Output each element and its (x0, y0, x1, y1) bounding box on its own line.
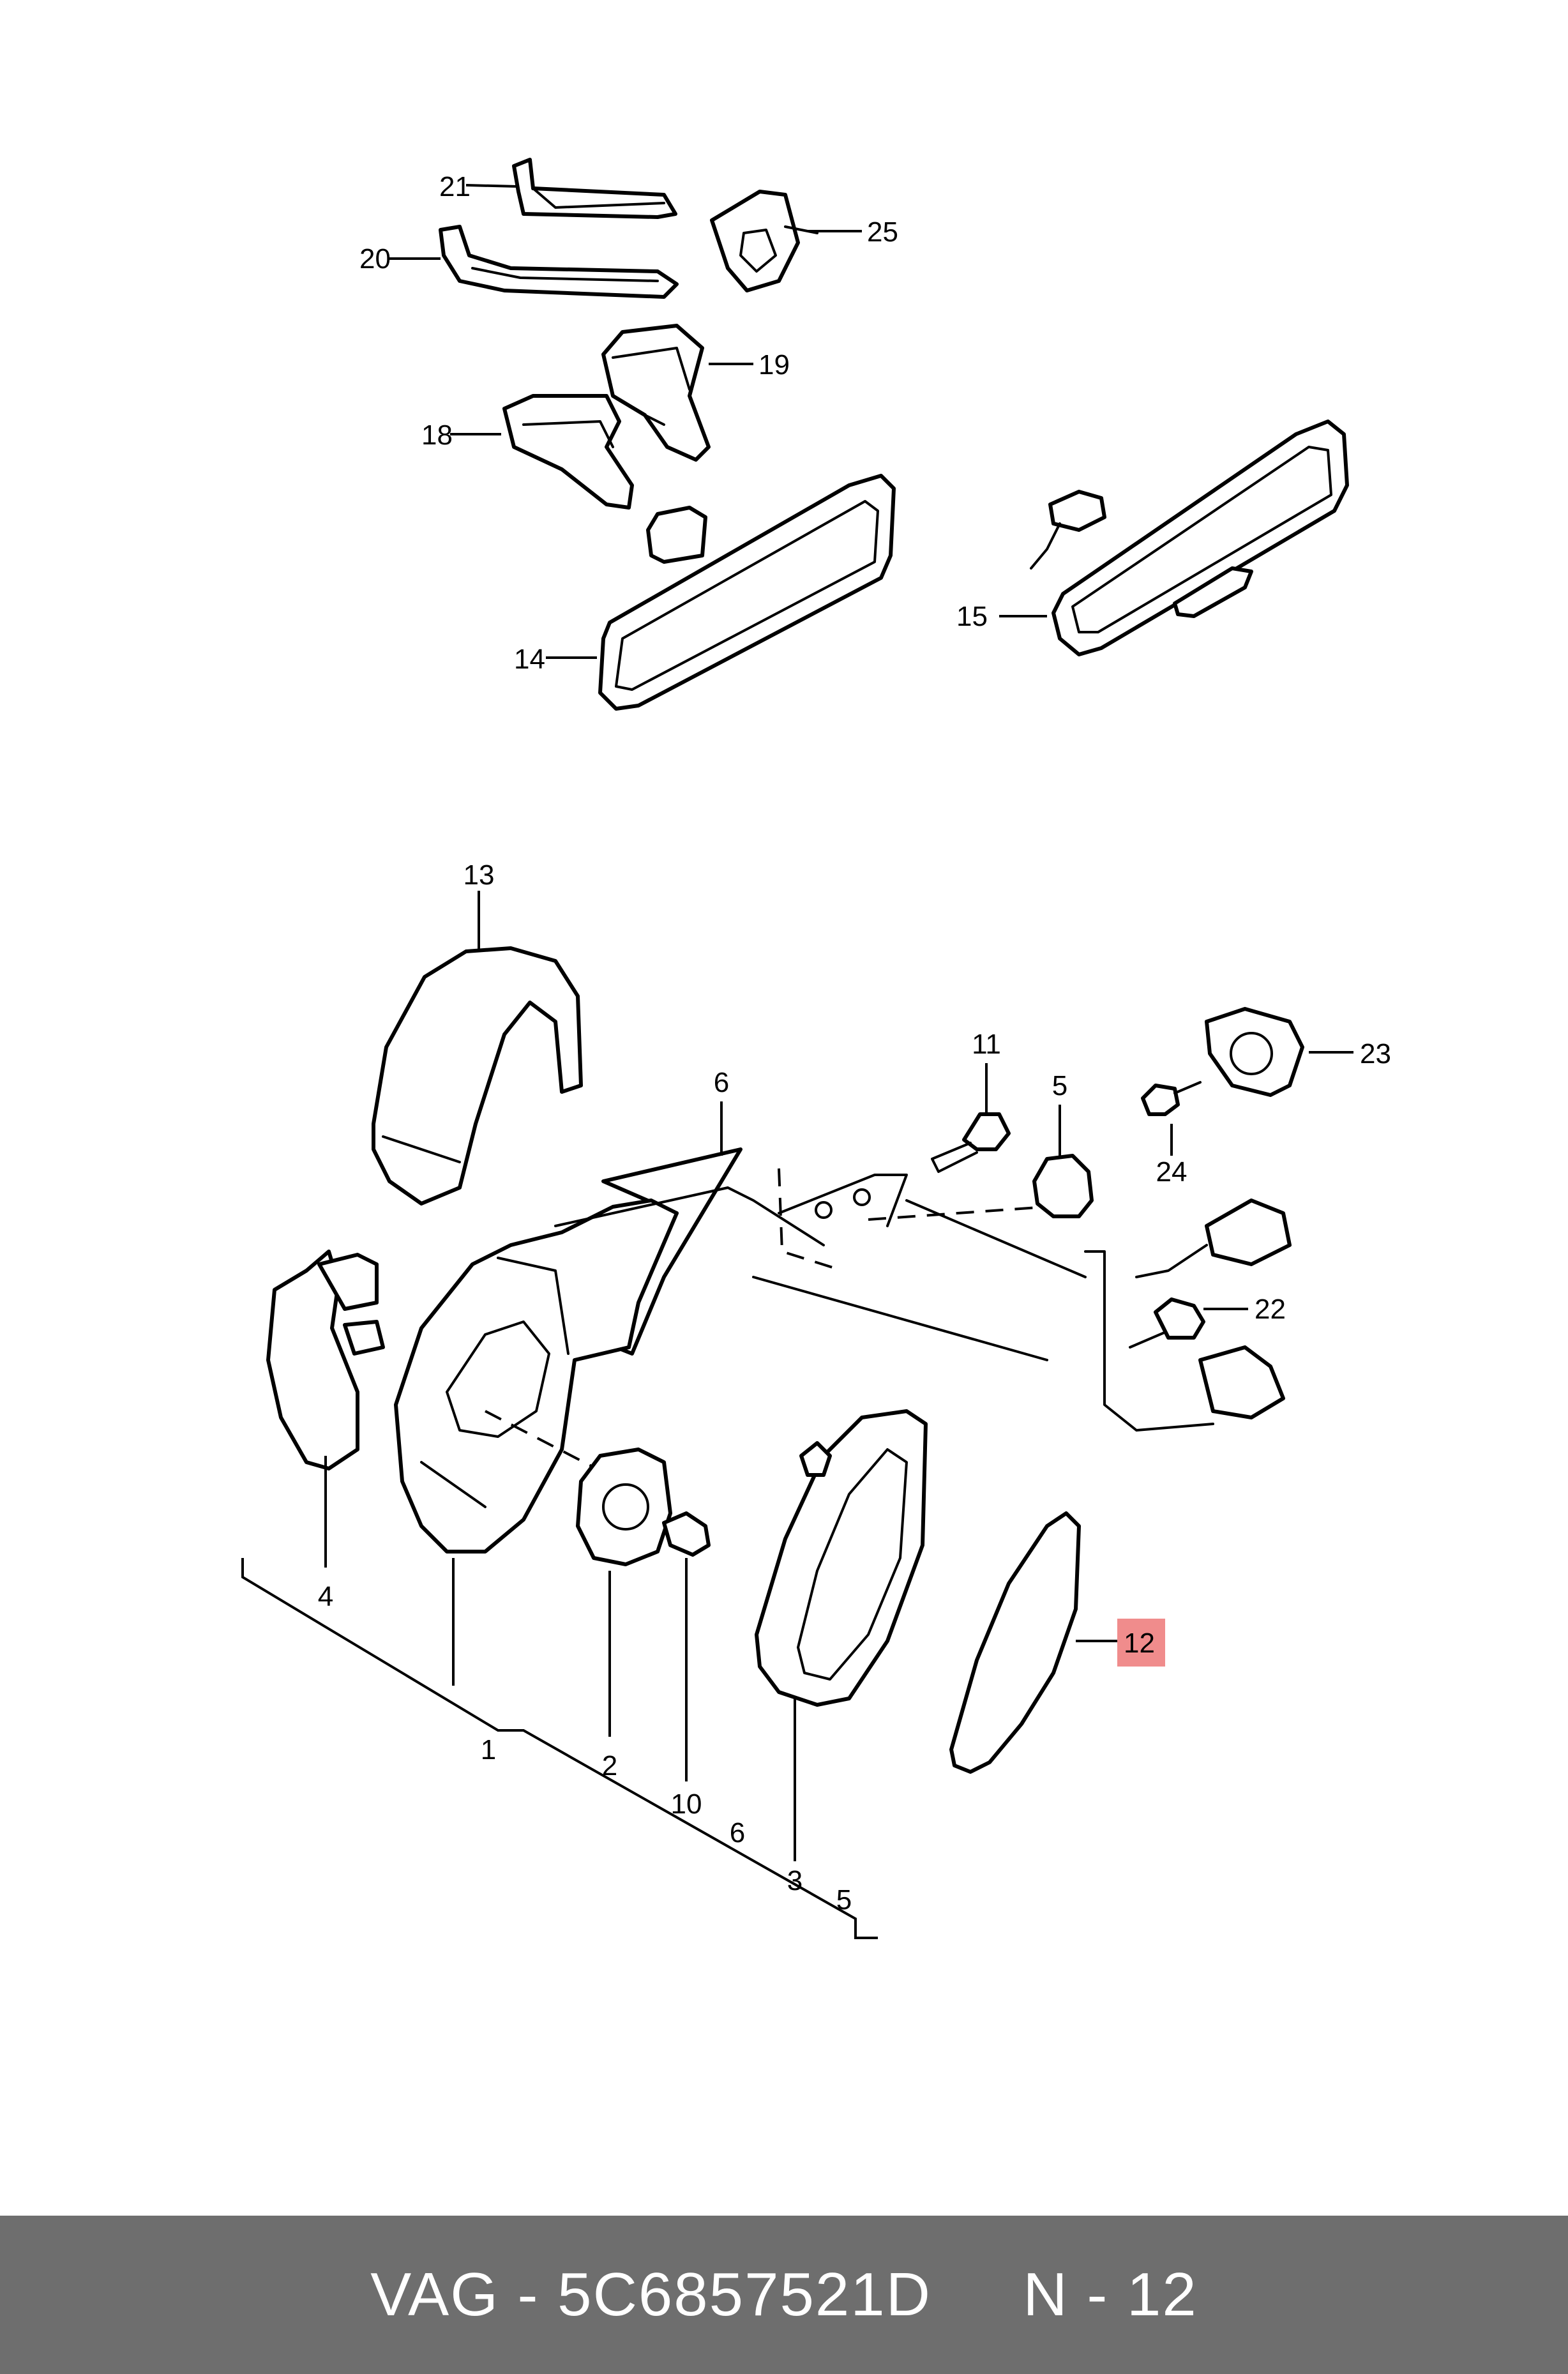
lead-lines (241, 184, 1353, 1939)
callout-5-bottom: 5 (836, 1884, 852, 1916)
callout-2: 2 (602, 1750, 617, 1781)
separator: - (499, 2260, 558, 2329)
part-24-screw (1141, 1081, 1202, 1116)
part-11-screw (931, 1112, 1011, 1173)
part-number: 5C6857521D (557, 2260, 931, 2329)
diagram-ref: N - 12 (1023, 2260, 1198, 2329)
part-21-bracket (512, 158, 677, 219)
parts-diagram: 21 20 25 19 18 14 15 13 6 11 5 23 24 22 … (241, 158, 1391, 1939)
callout-labels: 21 20 25 19 18 14 15 13 6 11 5 23 24 22 … (318, 171, 1391, 1916)
callout-3: 3 (787, 1865, 803, 1896)
callout-25: 25 (867, 216, 898, 248)
part-23-bracket (1205, 1007, 1304, 1097)
part-6-mirror-base (601, 1147, 1087, 1361)
callout-24: 24 (1156, 1156, 1187, 1188)
callout-4: 4 (318, 1581, 333, 1612)
callout-5-top: 5 (1052, 1070, 1067, 1101)
part-5-cap (1032, 1154, 1094, 1218)
callout-1: 1 (481, 1734, 496, 1765)
callout-12: 12 (1124, 1628, 1155, 1659)
dash-housing-adjuster (485, 1410, 671, 1508)
part-19-cover (601, 324, 711, 462)
highlight-12 (1117, 1619, 1165, 1667)
part-4-turn-signal (266, 1250, 385, 1471)
part-25-clip (710, 190, 818, 292)
part-1-mirror-housing (394, 1186, 825, 1554)
part-18-cover (502, 394, 634, 510)
part-13-mirror-cap (372, 946, 583, 1206)
callout-19: 19 (758, 349, 790, 381)
footer-caption: VAG - 5C6857521D N - 12 (370, 2260, 1197, 2330)
callout-23: 23 (1360, 1038, 1391, 1070)
callout-6-bottom: 6 (730, 1817, 745, 1849)
callout-22: 22 (1255, 1294, 1286, 1325)
part-10-screw (662, 1511, 711, 1557)
callout-6-top: 6 (714, 1067, 729, 1098)
part-12-mirror-glass (949, 1511, 1081, 1774)
brand-name: VAG (370, 2260, 499, 2329)
callout-21: 21 (439, 171, 471, 202)
callout-15: 15 (956, 601, 988, 632)
callout-20: 20 (359, 243, 391, 275)
part-22-grommet (1154, 1297, 1205, 1340)
part-15-interior-mirror (1030, 420, 1349, 656)
callout-14: 14 (514, 644, 545, 675)
callout-18: 18 (421, 420, 453, 451)
part-3-glass-carrier (755, 1409, 928, 1707)
part-14-interior-mirror (598, 474, 896, 711)
callout-13: 13 (464, 859, 495, 891)
callout-11: 11 (972, 1029, 1001, 1060)
wiring-harness (1084, 1198, 1292, 1432)
part-20-bracket (439, 225, 679, 299)
part-2-adjuster-motor (576, 1448, 672, 1566)
callout-10: 10 (671, 1788, 702, 1820)
spacer (931, 2260, 1023, 2329)
footer-bar: VAG - 5C6857521D N - 12 (0, 2216, 1568, 2374)
